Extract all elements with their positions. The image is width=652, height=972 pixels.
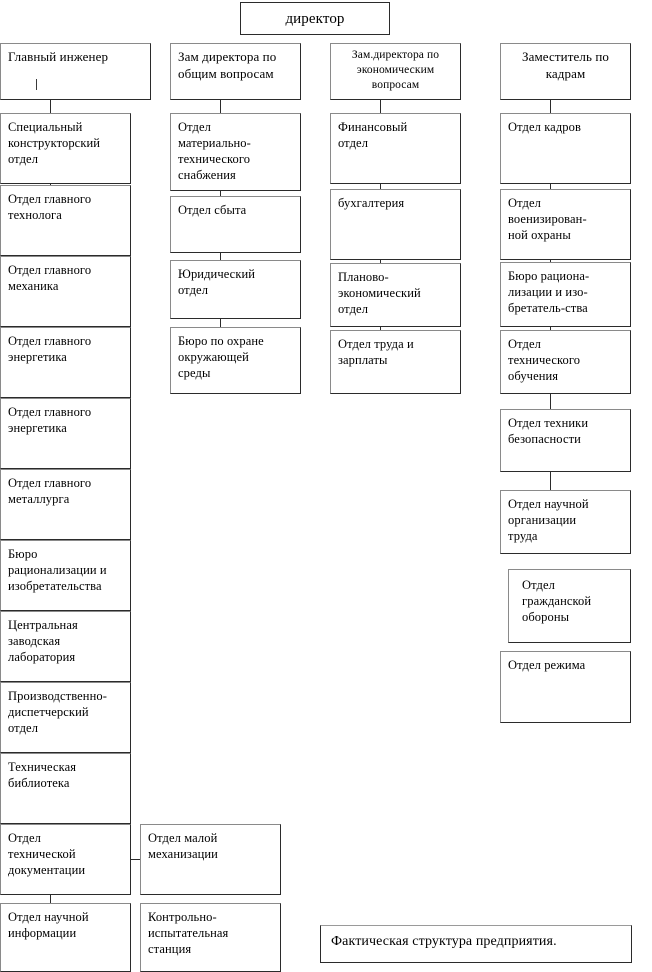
connector-c3-2-3 <box>380 327 381 330</box>
connector-c1-side <box>131 859 140 860</box>
node-c2-1: Отдел сбыта <box>170 196 301 253</box>
connector-chief-engineer-1 <box>50 184 51 185</box>
node-c4-4: Отдел техники безопасности <box>500 409 631 472</box>
node-caption: Фактическая структура предприятия. <box>320 925 632 963</box>
connector-deputy-personnel-0 <box>550 100 551 113</box>
connector-c4-3-4 <box>550 394 551 409</box>
node-c3-2: Планово- экономический отдел <box>330 263 461 327</box>
connector-c4-0-1 <box>550 184 551 189</box>
node-c2-0: Отдел материально- технического снабжени… <box>170 113 301 191</box>
node-c1-side-1: Контрольно- испытательная станция <box>140 903 281 972</box>
node-head-deputy-personnel: Заместитель по кадрам <box>500 43 631 100</box>
node-c1-1: Отдел главного технолога <box>0 185 131 256</box>
node-c1-5: Отдел главного металлурга <box>0 469 131 540</box>
node-c4-6: Отдел гражданской обороны <box>508 569 631 643</box>
node-c4-2: Бюро рациона- лизации и изо- бретатель-с… <box>500 262 631 327</box>
node-c4-7: Отдел режима <box>500 651 631 723</box>
connector-c2-2-3 <box>220 319 221 327</box>
node-c1-3: Отдел главного энергетика <box>0 327 131 398</box>
node-head-deputy-general: Зам директора по общим вопросам <box>170 43 301 100</box>
connector-c1-10-11 <box>50 895 51 903</box>
connector-deputy-general-0 <box>220 100 221 113</box>
node-c1-4: Отдел главного энергетика <box>0 398 131 469</box>
node-c1-0: Специальный конструкторский отдел <box>0 113 131 184</box>
node-c1-8: Производственно- диспетчерский отдел <box>0 682 131 753</box>
connector-c4-1-2 <box>550 260 551 262</box>
node-c1-10: Отдел технической документации <box>0 824 131 895</box>
connector-c3-1-2 <box>380 260 381 263</box>
node-c2-3: Бюро по охране окружающей среды <box>170 327 301 394</box>
connector-chief-engineer-0 <box>50 100 51 113</box>
node-c4-1: Отдел военизирован- ной охраны <box>500 189 631 260</box>
node-head-deputy-economics: Зам.директора по экономическим вопросам <box>330 43 461 100</box>
node-c3-1: бухгалтерия <box>330 189 461 260</box>
connector-c4-4-5 <box>550 472 551 490</box>
node-c1-6: Бюро рационализации и изобретательства <box>0 540 131 611</box>
node-c1-11: Отдел научной информации <box>0 903 131 972</box>
node-c1-side-0: Отдел малой механизации <box>140 824 281 895</box>
connector-c2-0-1 <box>220 191 221 196</box>
node-c1-7: Центральная заводская лаборатория <box>0 611 131 682</box>
node-head-chief-engineer: Главный инженер <box>0 43 151 100</box>
node-c1-2: Отдел главного механика <box>0 256 131 327</box>
node-c4-3: Отдел технического обучения <box>500 330 631 394</box>
node-director: директор <box>240 2 390 35</box>
node-c1-9: Техническая библиотека <box>0 753 131 824</box>
node-c4-0: Отдел кадров <box>500 113 631 184</box>
node-c3-3: Отдел труда и зарплаты <box>330 330 461 394</box>
node-c3-0: Финансовый отдел <box>330 113 461 184</box>
connector-deputy-economics-0 <box>380 100 381 113</box>
artifact-stub-chief-engineer <box>36 79 37 90</box>
connector-c2-1-2 <box>220 253 221 260</box>
connector-c4-2-3 <box>550 327 551 330</box>
connector-c3-0-1 <box>380 184 381 189</box>
node-c4-5: Отдел научной организации труда <box>500 490 631 554</box>
node-c2-2: Юридический отдел <box>170 260 301 319</box>
